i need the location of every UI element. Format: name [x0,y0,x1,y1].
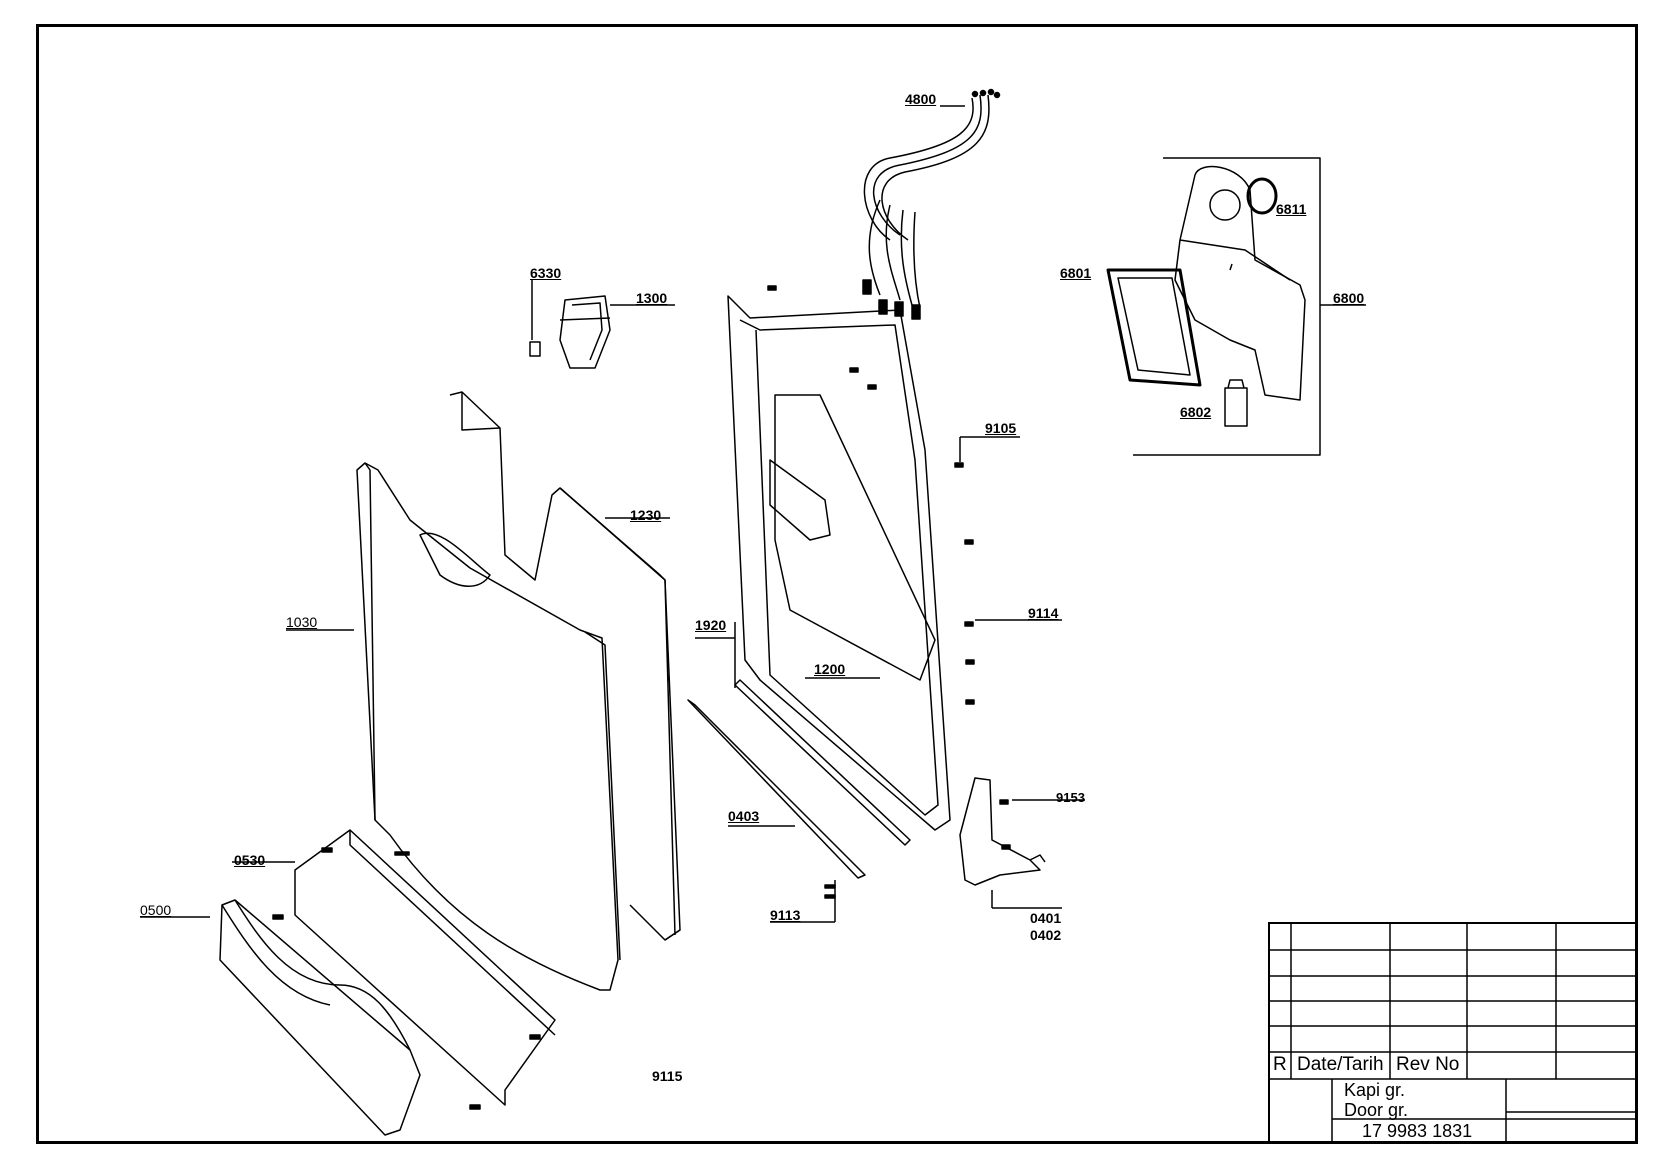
label-9113: 9113 [770,907,801,923]
bracket-1300 [529,280,675,369]
label-0500: 0500 [140,902,172,918]
label-0403: 0403 [728,808,760,824]
label-6811: 6811 [1276,201,1307,217]
label-6800: 6800 [1333,290,1365,306]
title-english: Door gr. [1344,1100,1409,1120]
title-turkish: Kapi gr. [1344,1080,1406,1100]
rev-letter: R [1273,1054,1287,1075]
label-6802: 6802 [1180,404,1212,420]
label-6330: 6330 [530,265,562,281]
label-9114: 9114 [1028,605,1059,621]
drawing-number: 17 9983 1831 [1362,1121,1473,1141]
inner-door-1200 [727,295,951,831]
inner-panel-1230 [449,391,681,941]
label-0530: 0530 [234,852,266,868]
label-1920: 1920 [695,617,727,633]
hinge-0401-0402 [959,777,1062,909]
label-1200: 1200 [814,661,846,677]
label-9115: 9115 [652,1068,683,1084]
dispenser-assembly-6800 [1106,157,1366,456]
seal-1920 [695,622,911,846]
screw-set [272,285,1011,1110]
label-0402: 0402 [1030,927,1062,943]
label-9153: 9153 [1056,790,1085,805]
label-0401: 0401 [1030,910,1062,926]
rev-header: Rev No [1396,1054,1460,1075]
date-header: Date/Tarih [1297,1054,1384,1075]
drawing-border [36,24,1638,1144]
strip-0403 [687,699,866,879]
label-9105: 9105 [985,420,1017,436]
label-1300: 1300 [636,290,668,306]
label-6801: 6801 [1060,265,1092,281]
toe-panel-0530 [232,829,556,1106]
label-1030: 1030 [286,614,318,630]
outer-door-panel-1030 [286,462,621,991]
label-1230: 1230 [630,507,662,523]
front-trim-0500 [140,899,421,1136]
title-block: R Date/Tarih Rev No Kapi gr. Door gr. 17… [1268,922,1638,1144]
label-4800: 4800 [905,91,937,107]
wiring-harness-4800 [862,88,1001,320]
